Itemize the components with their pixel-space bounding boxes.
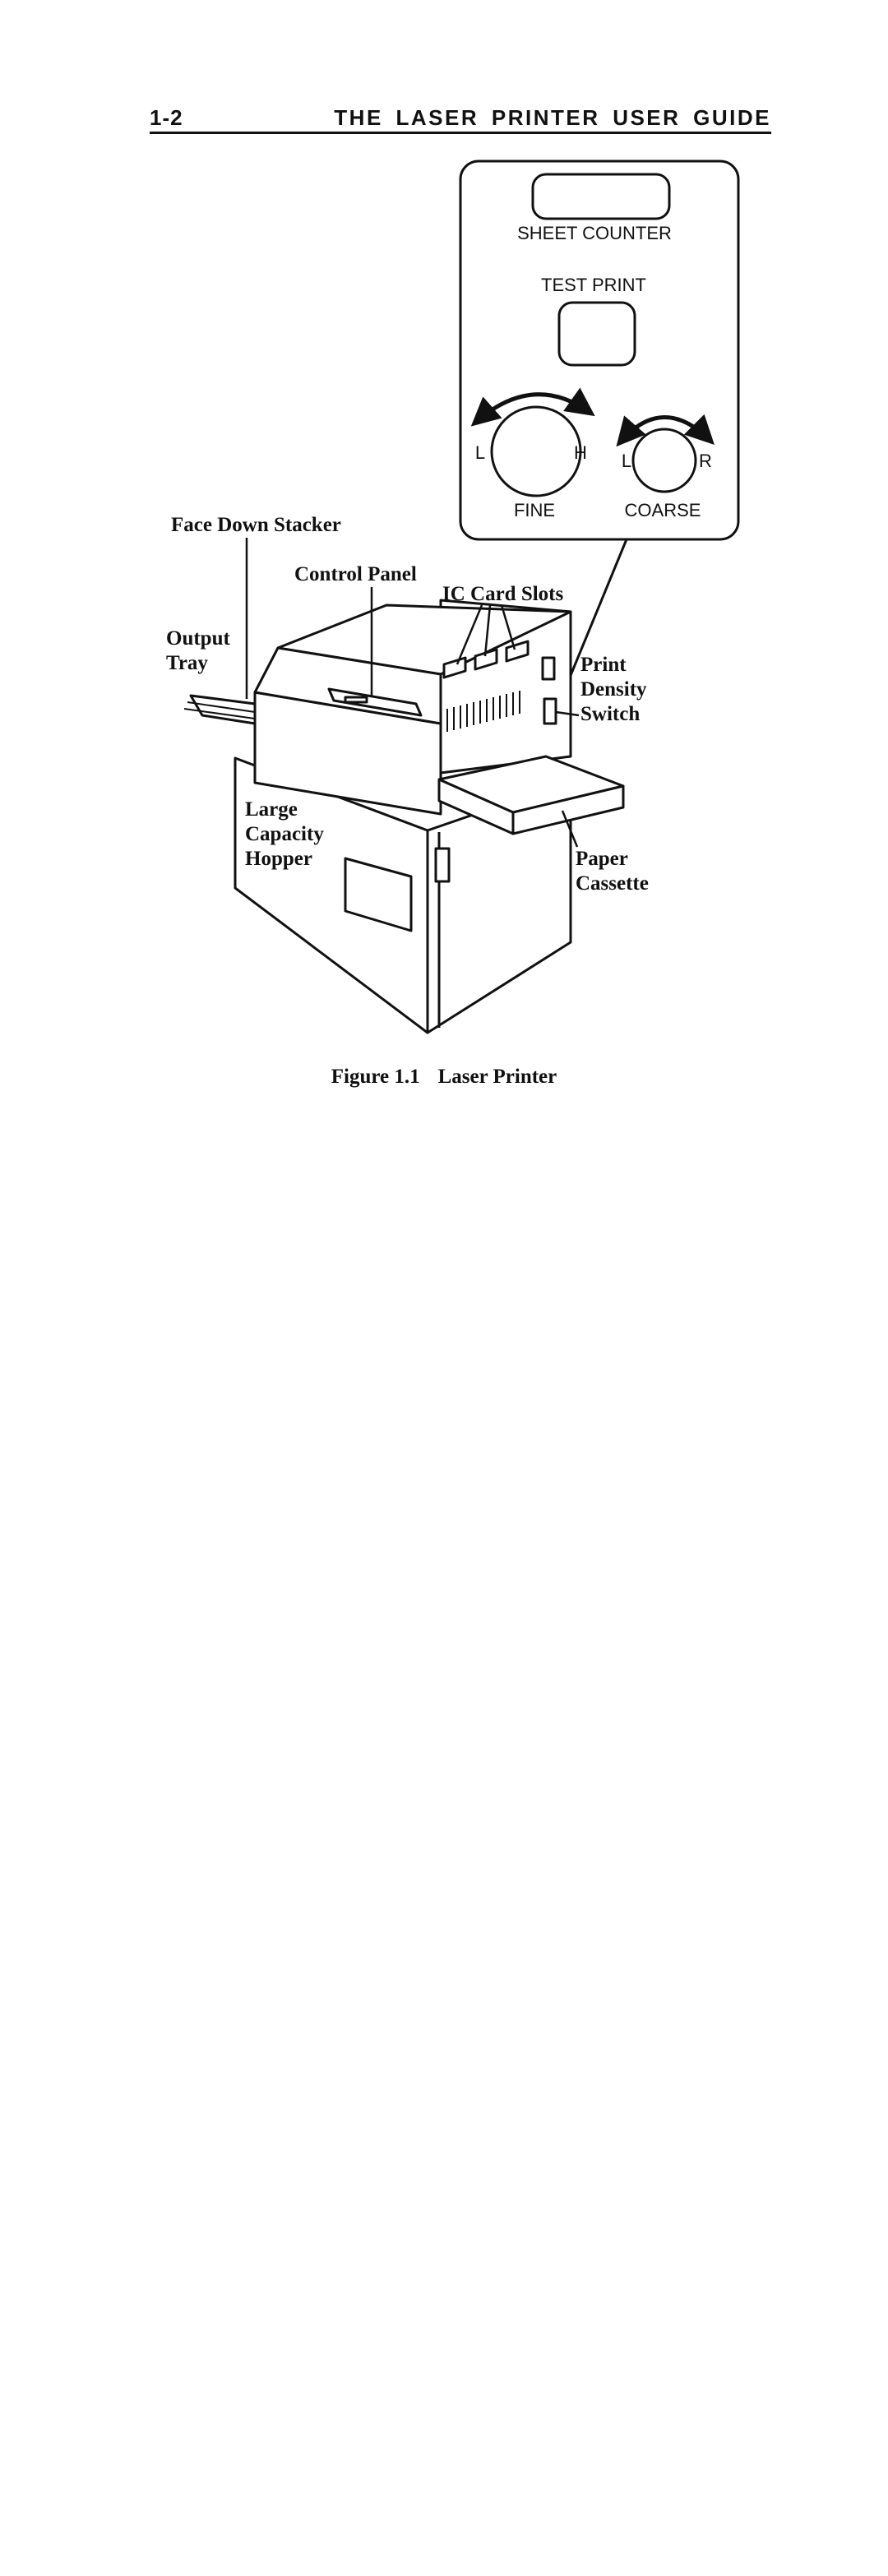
figure-title: Laser Printer [437,1066,557,1088]
callout-face-down-stacker: Face Down Stacker [171,514,341,536]
paper-cassette-side [511,784,625,835]
fine-dial-knob [490,405,582,497]
control-panel-strip [327,687,423,717]
coarse-dial-label: COARSE [625,500,701,520]
callout-hopper-line2: Capacity [245,823,324,845]
page-header: 1-2 THE LASER PRINTER USER GUIDE [150,105,771,135]
ic-card-leader-1 [456,604,483,665]
sheet-counter-display [531,173,671,220]
test-print-label: TEST PRINT [541,275,646,295]
callout-output-tray-line1: Output [166,627,230,650]
ic-card-leader-2 [483,604,492,657]
fine-dial-arrow [470,387,595,427]
coarse-dial-right-label: R [699,451,712,471]
ic-card-leader-3 [500,604,516,650]
fine-dial-right-label: H [574,442,587,463]
hopper-window [344,857,413,932]
coarse-dial-knob [631,428,697,493]
header-rule [150,132,771,134]
printer-drawing [183,599,625,1034]
coarse-dial-arrow [616,414,715,447]
running-title: THE LASER PRINTER USER GUIDE [334,105,771,130]
control-panel-button [344,696,368,704]
print-density-leader [555,710,580,717]
figure-caption: Figure 1.1 Laser Printer [0,1066,888,1089]
callout-control-panel: Control Panel [294,563,417,585]
sheet-counter-label: SHEET COUNTER [517,223,672,243]
coarse-dial: L R COARSE [616,414,715,520]
callout-hopper-line3: Hopper [245,848,312,870]
hopper-latch [434,847,451,883]
callout-hopper-line1: Large [245,798,298,821]
control-panel-inset: SHEET COUNTER TEST PRINT L H FINE L R [459,160,740,541]
fine-dial: L H FINE [470,387,595,520]
ic-card-slot-3 [505,640,530,663]
callout-print-density-line3: Switch [580,703,640,725]
callout-paper-cassette-line2: Cassette [576,872,649,895]
vent-grille [446,691,520,732]
coarse-dial-left-label: L [622,451,631,471]
paper-cassette-leader [561,810,579,848]
ic-card-slot-2 [474,648,498,671]
fine-dial-left-label: L [475,442,485,463]
test-print-button [557,301,636,367]
figure-laser-printer: SHEET COUNTER TEST PRINT L H FINE L R [0,0,888,1151]
density-switch [543,697,557,725]
callouts: Face Down Stacker Control Panel IC Card … [166,514,649,895]
callout-print-density-line2: Density [580,678,647,701]
callout-ic-card-slots: IC Card Slots [442,583,564,605]
figure-number: Figure 1.1 [331,1066,420,1088]
callout-output-tray-line2: Tray [166,652,208,674]
callout-paper-cassette-line1: Paper [576,848,628,870]
density-switch-upper [541,656,556,681]
laser-printer-illustration: SHEET COUNTER TEST PRINT L H FINE L R [166,160,740,1034]
output-tray [189,694,257,725]
fine-dial-label: FINE [514,500,555,520]
page-number: 1-2 [150,105,183,130]
callout-print-density-line1: Print [580,654,627,676]
